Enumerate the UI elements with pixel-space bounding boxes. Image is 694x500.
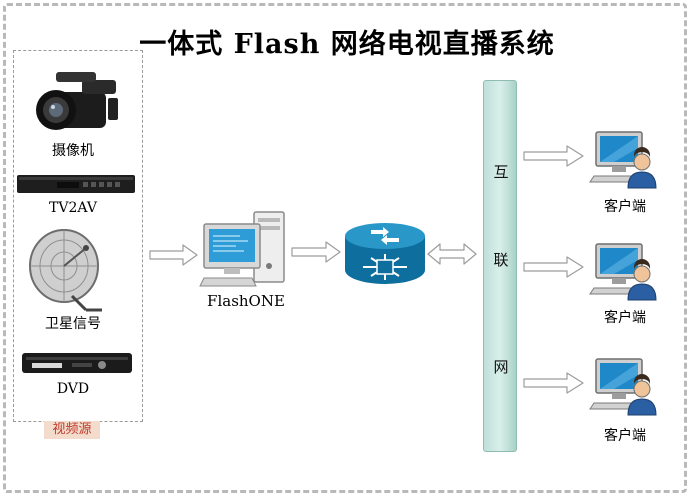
arrow-internet-to-client-3 bbox=[523, 372, 584, 394]
diagram-title: 一体式 Flash 网络电视直播系统 bbox=[139, 29, 555, 60]
arrow-router-internet-bidirectional bbox=[427, 243, 477, 265]
dvd-label: DVD bbox=[56, 381, 90, 397]
camera-label: 摄像机 bbox=[52, 143, 94, 159]
arrow-sources-to-server bbox=[149, 244, 198, 266]
client-computer-icon-1 bbox=[589, 131, 657, 189]
internet-label-char-1: 互 bbox=[493, 163, 509, 181]
encoder-device-icon bbox=[17, 175, 135, 193]
satellite-label: 卫星信号 bbox=[45, 316, 101, 332]
router-icon bbox=[345, 223, 425, 284]
client-label-3: 客户端 bbox=[604, 428, 646, 444]
internet-label-char-2: 联 bbox=[493, 251, 509, 269]
client-label-2: 客户端 bbox=[604, 310, 646, 326]
arrow-server-to-router bbox=[291, 241, 341, 263]
client-computer-icon-2 bbox=[589, 243, 657, 301]
outer-frame bbox=[3, 3, 687, 493]
dvd-player-icon bbox=[22, 353, 132, 373]
internet-label-char-3: 网 bbox=[493, 358, 509, 376]
internet-backbone-bar: 互 联 网 bbox=[483, 80, 517, 452]
arrow-internet-to-client-1 bbox=[523, 145, 584, 167]
satellite-dish-icon bbox=[29, 229, 102, 312]
server-computer-icon bbox=[199, 211, 285, 287]
server-label: FlashONE bbox=[207, 292, 285, 310]
arrow-internet-to-client-2 bbox=[523, 256, 584, 278]
client-label-1: 客户端 bbox=[604, 199, 646, 215]
camera-icon bbox=[36, 72, 118, 130]
client-computer-icon-3 bbox=[589, 358, 657, 416]
encoder-label: TV2AV bbox=[49, 200, 97, 216]
video-source-tag: 视频源 bbox=[44, 421, 100, 439]
